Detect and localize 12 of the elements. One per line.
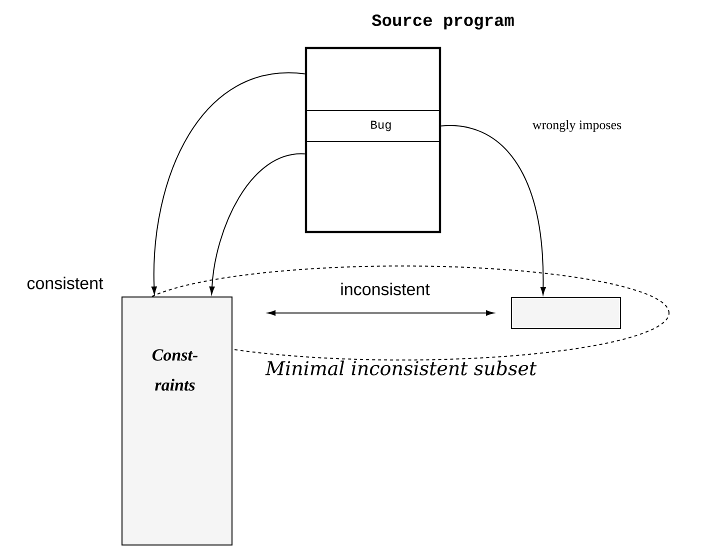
arrow: [268, 310, 494, 316]
arrow: [209, 153, 306, 294]
edge-label: wrongly imposes: [531, 119, 623, 133]
node-label: Minimal inconsistent subset: [265, 360, 537, 376]
edge-label: inconsistent: [339, 282, 431, 296]
constraints-box: Const- raints: [122, 296, 232, 546]
node-label: Source program: [372, 14, 514, 30]
side-label: consistent: [27, 276, 104, 290]
arrow: [440, 125, 546, 295]
constraint-box: [511, 297, 621, 329]
arrow: [151, 72, 306, 294]
bug-row: Bug: [306, 110, 440, 142]
